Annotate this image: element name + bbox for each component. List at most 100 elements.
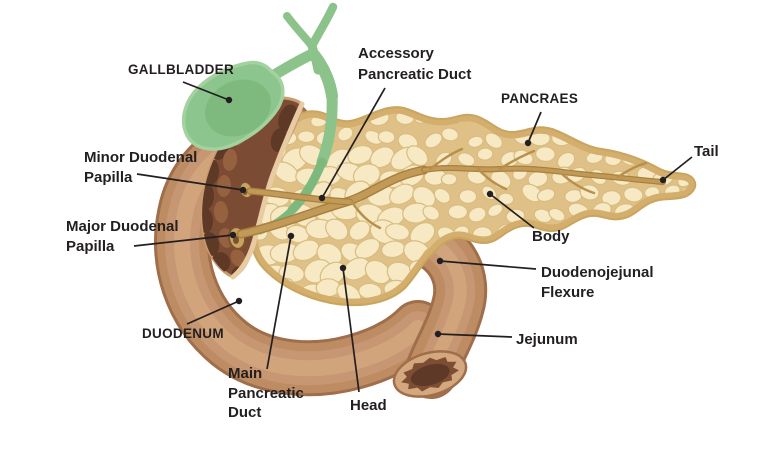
pancreas-lobule (535, 146, 556, 163)
pancreas-lobule (487, 245, 508, 261)
label-line-1: Minor Duodenal (84, 149, 197, 166)
label-line-1: Major Duodenal (66, 218, 179, 235)
leader-dot (287, 232, 295, 240)
leader-dot (235, 297, 243, 305)
pancreas-lobule (509, 283, 528, 298)
pancreas-lobule (682, 228, 696, 243)
pancreas-lobule (612, 92, 632, 108)
label-tail: Tail (694, 143, 719, 160)
leader-dot (239, 186, 247, 194)
leader-dot (318, 194, 326, 202)
duodenum-tube-highlight (174, 120, 426, 377)
pancreas-lobule (664, 108, 681, 122)
leader-line (439, 260, 537, 270)
pancreas-lobule (676, 243, 696, 259)
leader-dot (524, 139, 532, 147)
pancreas-lobule (655, 87, 680, 108)
pancreas-lobule (347, 144, 374, 165)
pancreas-lobule (487, 203, 504, 218)
pancreas-lobule (533, 208, 553, 224)
duodenum-pale-rim (230, 101, 305, 280)
annotation-accessory-pancreatic-duct: Accessory Pancreatic Duct (318, 45, 471, 202)
pancreas-lobule (654, 247, 672, 261)
duct-branchlet (476, 167, 508, 191)
pancreas-lobule (441, 127, 459, 142)
pancreas-lobule (628, 240, 652, 259)
pancreas-lobule (698, 282, 718, 298)
leader-dot (225, 96, 233, 104)
pancreas-lobule (609, 248, 631, 264)
duct-branchlet (428, 147, 464, 171)
annotation-pancreas: PANCRAES (501, 91, 578, 147)
pancreas-lobule (690, 266, 696, 279)
pancreas-lobule (671, 202, 691, 221)
leader-line (321, 87, 386, 199)
mucosa-ruffle-shadow (202, 207, 214, 233)
duct-branchlet (560, 172, 596, 195)
pancreas-lobule (601, 190, 622, 207)
pancreas-lobule (538, 305, 557, 306)
annotation-jejunum: Jejunum (434, 330, 578, 348)
pancreas-lobule (697, 241, 719, 259)
pancreas-lobule (536, 188, 556, 203)
pancreas-lobule (490, 298, 512, 306)
duct-branchlet (350, 200, 382, 230)
pancreas-lobule (517, 265, 534, 278)
pancreas-lobule (427, 92, 446, 108)
pancreas-lobule (660, 221, 682, 238)
pancreas-lobule (562, 113, 583, 131)
pancreas-lobule (422, 205, 441, 221)
leader-line (489, 193, 535, 229)
pancreas-lobule (440, 172, 458, 186)
leader-line (527, 111, 542, 144)
pancreas-outline (249, 106, 697, 307)
pancreas-lobule (357, 107, 377, 111)
annotation-head: Head (339, 264, 387, 414)
pancreas-lobule (643, 305, 661, 321)
pancreas-lobule (619, 109, 642, 128)
pancreas-lobule (696, 168, 718, 188)
pancreas-lobule (654, 284, 677, 303)
pancreas-lobule (461, 107, 481, 112)
pancreas-lobule (467, 135, 484, 148)
pancreas-lobule (548, 207, 566, 222)
duct-branchlets (350, 147, 648, 230)
pancreas-lobule (513, 299, 535, 306)
pancreas-lobule (690, 113, 696, 131)
gallbladder-shading (205, 79, 271, 137)
pancreas-lobule (406, 145, 429, 167)
pancreas-lobule (632, 284, 653, 301)
pancreas-lobule (494, 107, 516, 126)
pancreas-lobule (433, 187, 451, 204)
pancreas-lobule (385, 223, 410, 241)
label-main-pancreatic-duct: Main Pancreatic Duct (228, 365, 308, 421)
pancreas-lobule (562, 301, 586, 306)
pancreas-lobule (648, 112, 667, 128)
annotation-major-duodenal-papilla: Major Duodenal Papilla (66, 218, 237, 255)
pancreas-lobule (643, 224, 662, 239)
duct-branchlet (616, 161, 648, 179)
pancreas-lobule (660, 262, 681, 281)
pancreas-lobule (513, 247, 530, 262)
label-line-2: Pancreatic Duct (358, 66, 471, 83)
label-duodenum: DUODENUM (142, 326, 224, 341)
pancreatic-ducts (236, 147, 666, 239)
pancreas-lobule (279, 295, 305, 306)
label-accessory-pancreatic-duct: Accessory Pancreatic Duct (358, 45, 471, 83)
mucosa-ruffle-ridge (213, 201, 229, 223)
label-body: Body (532, 228, 570, 245)
common-bile-duct-lower (287, 157, 327, 215)
pancreas-lobule (482, 88, 501, 103)
label-line-1: Main (228, 365, 262, 382)
pancreas-lobule (577, 109, 597, 129)
pancreas-lobule (550, 247, 570, 262)
annotation-gallbladder: GALLBLADDER (128, 62, 234, 104)
pancreas-lobule (348, 220, 371, 241)
pancreas-lobule (664, 300, 682, 306)
leader-line (186, 300, 240, 325)
left-hepatic-duct (283, 12, 316, 50)
label-line-1: Accessory (358, 45, 435, 62)
annotation-minor-duodenal-papilla: Minor Duodenal Papilla (84, 149, 247, 194)
pancreas-lobule (439, 107, 460, 111)
